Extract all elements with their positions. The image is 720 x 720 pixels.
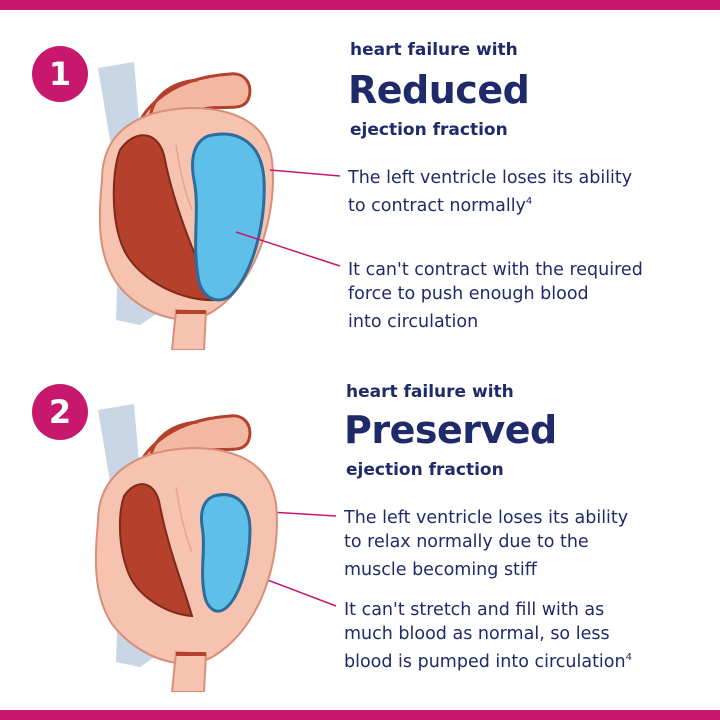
section-2-pretitle: heart failure with (346, 382, 514, 402)
heart-illustration-preserved (94, 404, 278, 692)
step-badge-2: 2 (32, 384, 88, 440)
step-badge-1: 1 (32, 46, 88, 102)
section-1-point-2: It can't contract with the required forc… (348, 260, 643, 332)
bottom-accent-bar (0, 710, 720, 720)
section-2-subtitle: ejection fraction (346, 460, 504, 480)
heart-illustration-reduced (98, 62, 274, 350)
section-1-subtitle: ejection fraction (350, 120, 508, 140)
section-2-point-2: It can't stretch and fill with as much b… (344, 600, 632, 672)
section-2-point-1: The left ventricle loses its ability to … (344, 508, 629, 580)
section-1-title: Reduced (348, 68, 530, 112)
section-1-point-1: The left ventricle loses its ability to … (348, 168, 633, 216)
section-1-pretitle: heart failure with (350, 40, 518, 60)
top-accent-bar (0, 0, 720, 10)
section-2-title: Preserved (344, 408, 557, 452)
